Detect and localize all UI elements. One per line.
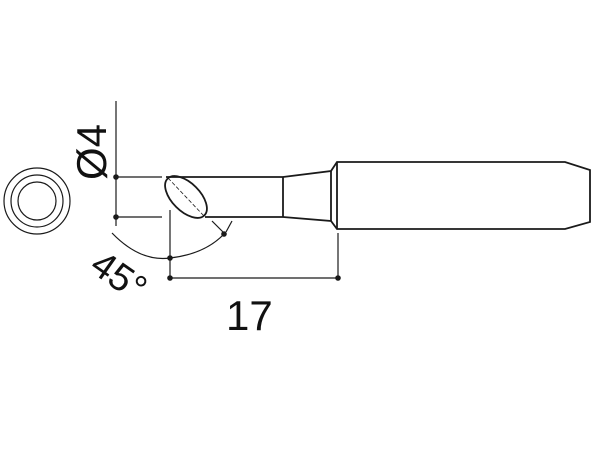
diameter-dimension (115, 101, 162, 226)
length-label: 17 (226, 292, 273, 339)
angle-label: 45° (83, 243, 154, 310)
tip-outline (164, 161, 591, 230)
diameter-label: Ø4 (68, 124, 115, 180)
angle-dimension (111, 220, 233, 260)
end-view-circles (3, 167, 71, 235)
tip-centerline (167, 177, 205, 217)
dimension-dots (113, 174, 341, 281)
length-dimension (169, 210, 339, 280)
